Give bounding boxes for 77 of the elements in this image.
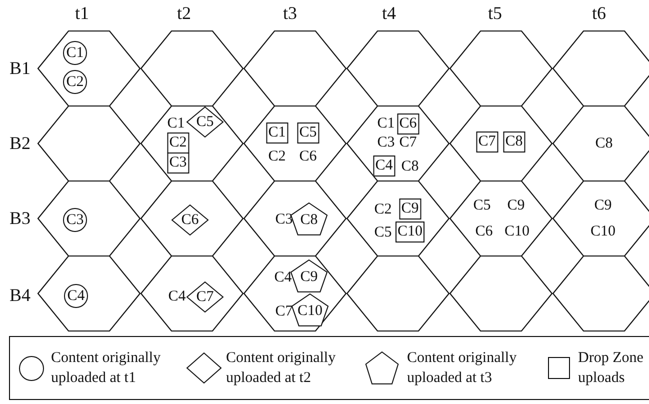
content-label: C2 <box>374 202 392 218</box>
column-header: t4 <box>382 3 396 23</box>
diamond-label: C6 <box>172 205 208 235</box>
column-header: t3 <box>283 3 297 23</box>
content-label: C7 <box>275 304 293 320</box>
hexagon-cell <box>38 256 140 330</box>
boxed-label: C2 <box>167 132 189 154</box>
diamond-label: C5 <box>187 107 223 137</box>
boxed-label: C1 <box>266 122 288 144</box>
hexagon-cell <box>141 30 243 106</box>
legend-text: Drop Zone uploads <box>578 349 644 388</box>
content-label: C5 <box>374 224 392 242</box>
content-label: C9 <box>507 198 525 214</box>
boxed-label: C10 <box>396 222 424 242</box>
boxed-label: C4 <box>373 156 395 176</box>
hexagon-cell <box>244 30 346 106</box>
circled-label: C2 <box>63 70 87 94</box>
content-label: C1 <box>167 116 185 132</box>
row-header: B2 <box>10 133 30 153</box>
hexagon-cell <box>38 30 140 106</box>
circled-label: C3 <box>63 208 87 232</box>
hexagon-cell <box>347 30 449 106</box>
hexagon-cell <box>347 106 449 180</box>
circled-label: C4 <box>64 284 88 308</box>
content-label: C8 <box>595 136 613 152</box>
hexagon-cell <box>450 180 552 256</box>
column-header: t1 <box>75 3 89 23</box>
boxed-label: C5 <box>297 122 319 144</box>
content-label: C10 <box>590 224 616 240</box>
content-label: C1 <box>377 116 395 132</box>
row-header: B4 <box>10 285 30 305</box>
circled-label: C1 <box>63 41 87 65</box>
hexagon-cell <box>38 106 140 180</box>
content-label: C3 <box>377 134 395 152</box>
hexagon-cell <box>244 256 346 330</box>
hexagon-cell <box>553 180 649 256</box>
content-label: C2 <box>268 148 286 166</box>
column-header: t6 <box>592 3 606 23</box>
hexagon-cell <box>553 256 649 330</box>
hexagon-cell <box>38 180 140 256</box>
content-label: C8 <box>401 158 419 176</box>
content-label: C7 <box>399 134 417 152</box>
pentagon-label: C10 <box>291 294 329 326</box>
content-label: C3 <box>275 212 293 228</box>
pentagon-label: C9 <box>290 260 328 292</box>
hexagon-cell <box>347 180 449 256</box>
row-header: B1 <box>10 58 30 78</box>
hexagon-cell <box>141 256 243 330</box>
hexagon-cell <box>347 256 449 330</box>
diamond-label: C7 <box>187 282 223 312</box>
hexagon-cell <box>450 106 552 180</box>
hexagon-cell <box>553 106 649 180</box>
hexagon-cell <box>141 106 243 180</box>
hexagon-cell <box>244 106 346 180</box>
legend-text: Content originally uploaded at t2 <box>226 349 337 388</box>
boxed-label: C8 <box>503 132 525 152</box>
hexagon-cell <box>553 30 649 106</box>
legend-text: Content originally uploaded at t1 <box>51 349 162 388</box>
content-label: C9 <box>594 198 612 214</box>
content-label: C6 <box>299 148 317 166</box>
hexagon-cell <box>141 180 243 256</box>
boxed-label: C7 <box>476 132 498 152</box>
boxed-label: C6 <box>397 114 419 134</box>
content-label: C10 <box>504 224 530 240</box>
legend-text: Content originally uploaded at t3 <box>407 349 518 388</box>
hexagon-cell <box>450 256 552 330</box>
column-header: t5 <box>488 3 502 23</box>
content-label: C4 <box>274 270 292 286</box>
hexagon-cell <box>450 30 552 106</box>
content-label: C4 <box>168 288 186 306</box>
content-label: C5 <box>473 198 491 214</box>
boxed-label: C9 <box>399 198 421 220</box>
column-header: t2 <box>177 3 191 23</box>
content-label: C6 <box>475 224 493 240</box>
row-header: B3 <box>10 208 30 228</box>
hexagon-cell <box>244 180 346 256</box>
boxed-label: C3 <box>167 152 189 174</box>
